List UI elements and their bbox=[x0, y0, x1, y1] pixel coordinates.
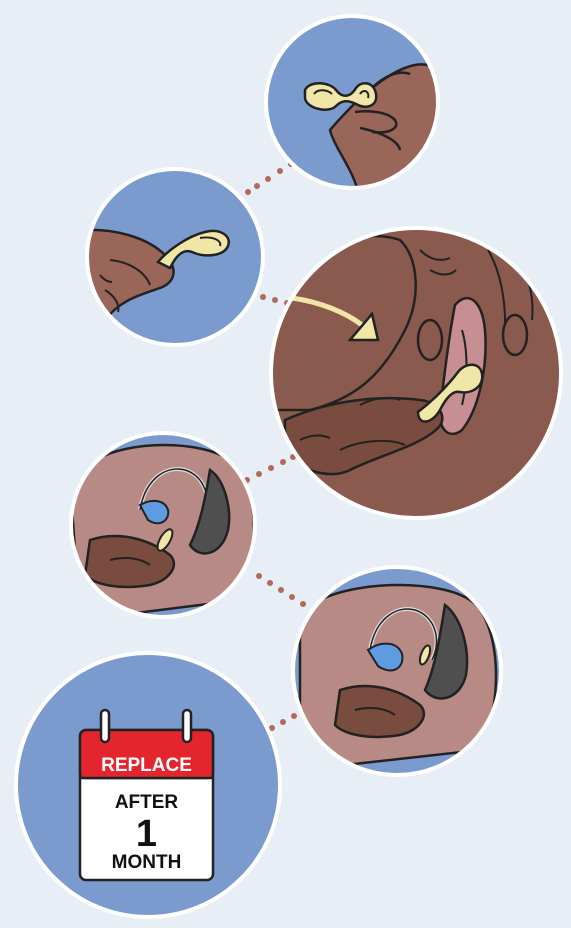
step-3-insert-ring bbox=[260, 220, 571, 530]
calendar-line-month: MONTH bbox=[112, 852, 182, 873]
calendar-header: REPLACE bbox=[101, 755, 192, 776]
calendar-line-after: AFTER bbox=[115, 792, 179, 813]
step-1-squeeze-ring bbox=[266, 16, 460, 200]
step-6-replace-calendar: REPLACE AFTER 1 MONTH bbox=[16, 653, 280, 917]
step-4-cross-section-insert bbox=[70, 433, 255, 620]
step-2-twist-ring bbox=[70, 169, 263, 345]
calendar-number: 1 bbox=[136, 813, 157, 855]
step-5-cross-section-placed bbox=[293, 567, 501, 775]
